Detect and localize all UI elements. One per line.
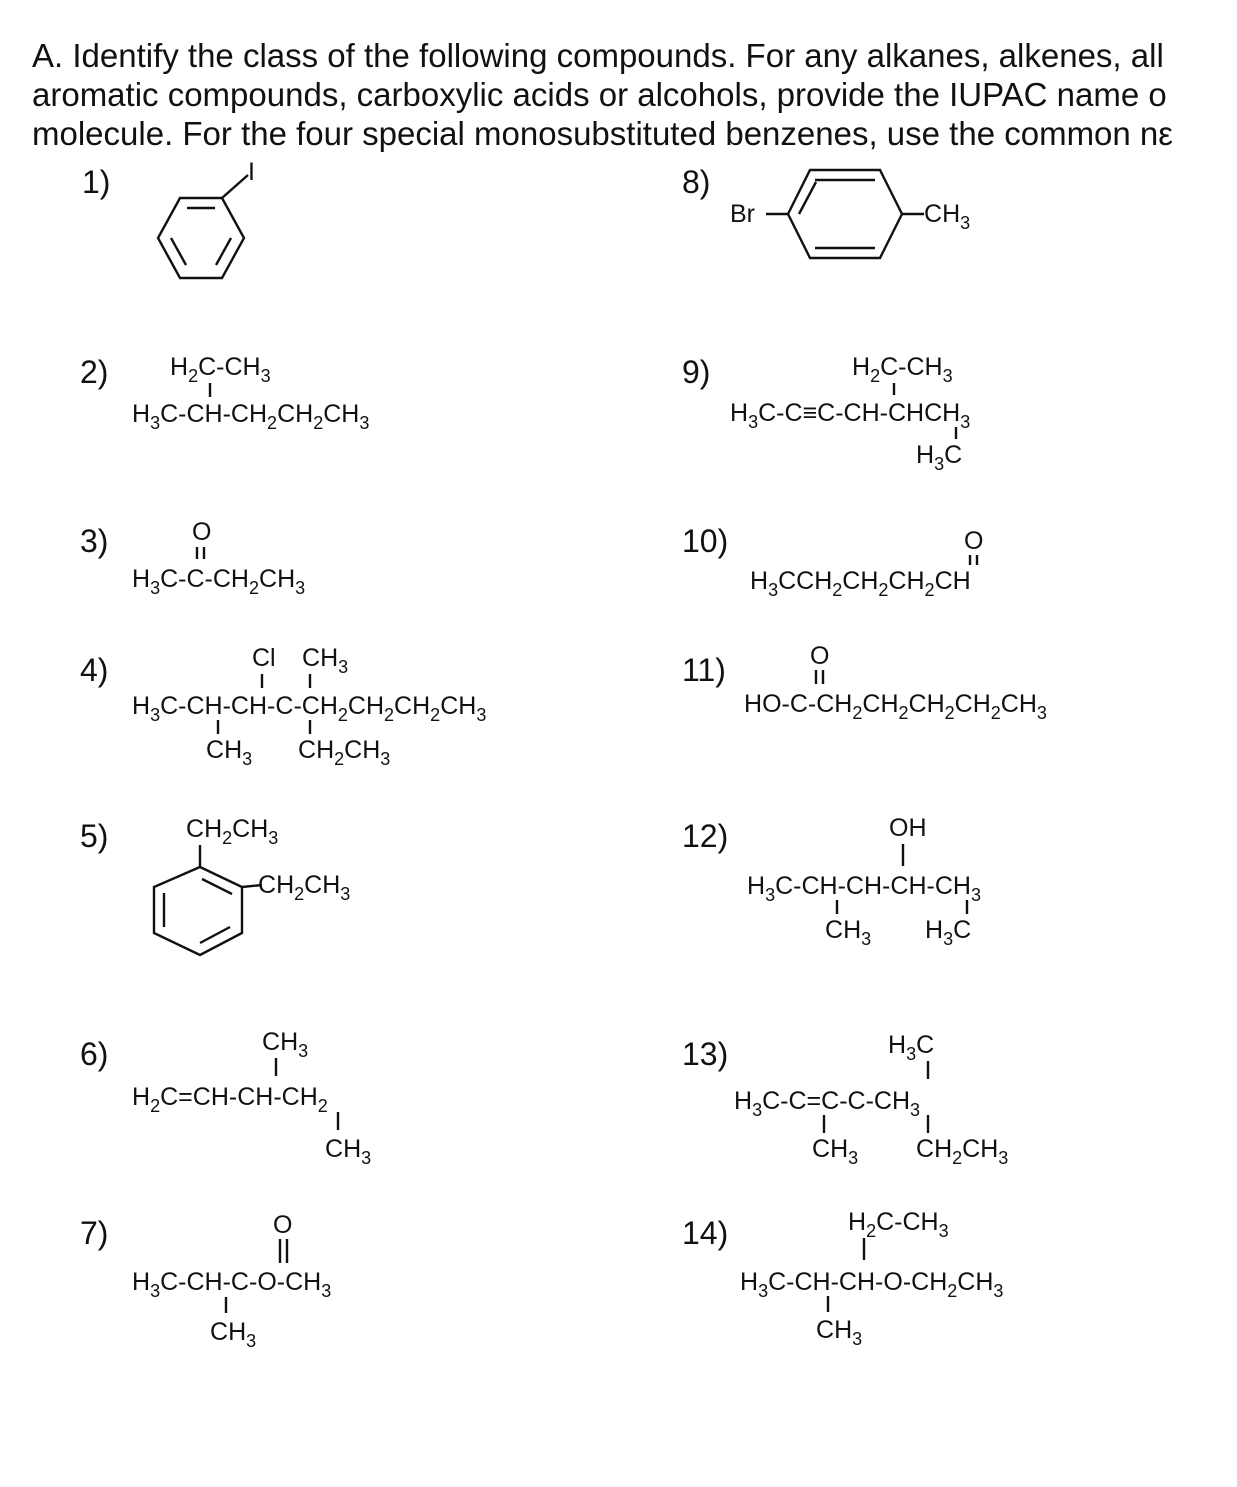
compound-number-2: 2) — [80, 354, 109, 390]
compound-number-10: 10) — [682, 523, 729, 559]
compound-number-3: 3) — [80, 523, 109, 559]
atom-label: Cl — [252, 644, 276, 672]
structure-3: O H3C-C-CH2CH3 — [132, 518, 305, 598]
atom-label: CH2CH3 — [916, 1135, 1008, 1168]
atom-label: H2C=CH-CH-CH2 — [132, 1083, 328, 1116]
atom-label: CH3 — [210, 1318, 256, 1351]
instructions-text: A. Identify the class of the following c… — [32, 36, 1237, 153]
atom-label: CH2CH3 — [298, 736, 390, 769]
atom-label: I — [248, 158, 255, 186]
atom-label: H2C-CH3 — [170, 353, 271, 386]
compound-number-1: 1) — [82, 164, 111, 200]
compound-number-7: 7) — [80, 1215, 109, 1251]
atom-label: H3C-C-CH2CH3 — [132, 565, 305, 598]
atom-label: H3C-CH-CH-CH-CH3 — [747, 872, 981, 905]
structure-13: H3C H3C-C=C-C-CH3 CH3 CH2CH3 — [734, 1031, 1008, 1168]
compound-number-6: 6) — [80, 1036, 109, 1072]
atom-label: HO-C-CH2CH2CH2CH2CH3 — [744, 690, 1047, 723]
atom-label: CH2CH3 — [258, 871, 350, 904]
atom-label: H3C — [888, 1031, 934, 1064]
atom-label: Br — [730, 200, 755, 228]
structure-8-bromotoluene: Br CH3 — [730, 168, 970, 260]
structure-5-diethylbenzene: CH2CH3 CH2CH3 — [152, 815, 350, 957]
atom-label: CH3 — [262, 1028, 308, 1061]
atom-label: O — [810, 642, 829, 670]
compound-number-14: 14) — [682, 1215, 729, 1251]
atom-label: CH3 — [816, 1316, 862, 1349]
compound-number-9: 9) — [682, 354, 711, 390]
atom-label: H3C — [925, 916, 971, 949]
compound-number-5: 5) — [80, 818, 109, 854]
atom-label: O — [273, 1211, 292, 1239]
atom-label: CH3 — [825, 916, 871, 949]
atom-label: H3C-C=C-C-CH3 — [734, 1087, 920, 1120]
compound-number-4: 4) — [80, 652, 109, 688]
atom-label: H2C-CH3 — [848, 1208, 949, 1241]
atom-label: OH — [889, 814, 927, 842]
compound-number-8: 8) — [682, 164, 711, 200]
atom-label: CH3 — [812, 1135, 858, 1168]
atom-label: H3C-C≡C-CH-CHCH3 — [730, 399, 970, 432]
structure-14: H2C-CH3 H3C-CH-CH-O-CH2CH3 CH3 — [740, 1208, 1003, 1349]
instructions-line-2: aromatic compounds, carboxylic acids or … — [32, 76, 1167, 113]
atom-label: H3C-CH-CH-C-CH2CH2CH2CH3 — [132, 692, 486, 725]
atom-label: CH3 — [302, 644, 348, 677]
atom-label: O — [964, 527, 983, 555]
atom-label: CH3 — [924, 200, 970, 233]
atom-label: H3CCH2CH2CH2CH — [750, 567, 971, 600]
atom-label: H3C-CH-C-O-CH3 — [132, 1268, 331, 1301]
structure-6: CH3 H2C=CH-CH-CH2 CH3 — [132, 1028, 371, 1168]
atom-label: H3C — [916, 441, 962, 474]
atom-label: CH3 — [206, 736, 252, 769]
atom-label: CH2CH3 — [186, 815, 278, 848]
atom-label: O — [192, 518, 211, 546]
instructions-line-1: A. Identify the class of the following c… — [32, 37, 1164, 74]
structure-1-iodobenzene: I — [156, 158, 255, 280]
structure-2: H2C-CH3 H3C-CH-CH2CH2CH3 — [132, 353, 369, 433]
structure-4: Cl CH3 H3C-CH-CH-C-CH2CH2CH2CH3 CH3 CH2C… — [132, 644, 486, 769]
instructions-line-3: molecule. For the four special monosubst… — [32, 115, 1173, 152]
atom-label: H3C-CH-CH-O-CH2CH3 — [740, 1268, 1003, 1301]
atom-label: CH3 — [325, 1135, 371, 1168]
compound-number-12: 12) — [682, 818, 729, 854]
atom-label: H3C-CH-CH2CH2CH3 — [132, 400, 369, 433]
atom-label: H2C-CH3 — [852, 353, 953, 386]
structure-12: OH H3C-CH-CH-CH-CH3 CH3 H3C — [747, 814, 981, 949]
structure-7: O H3C-CH-C-O-CH3 CH3 — [132, 1211, 331, 1351]
structure-11: O HO-C-CH2CH2CH2CH2CH3 — [744, 642, 1047, 723]
structure-10: O H3CCH2CH2CH2CH — [750, 527, 983, 600]
compound-number-11: 11) — [682, 652, 726, 688]
compound-number-13: 13) — [682, 1036, 729, 1072]
structure-9: H2C-CH3 H3C-C≡C-CH-CHCH3 H3C — [730, 353, 970, 474]
